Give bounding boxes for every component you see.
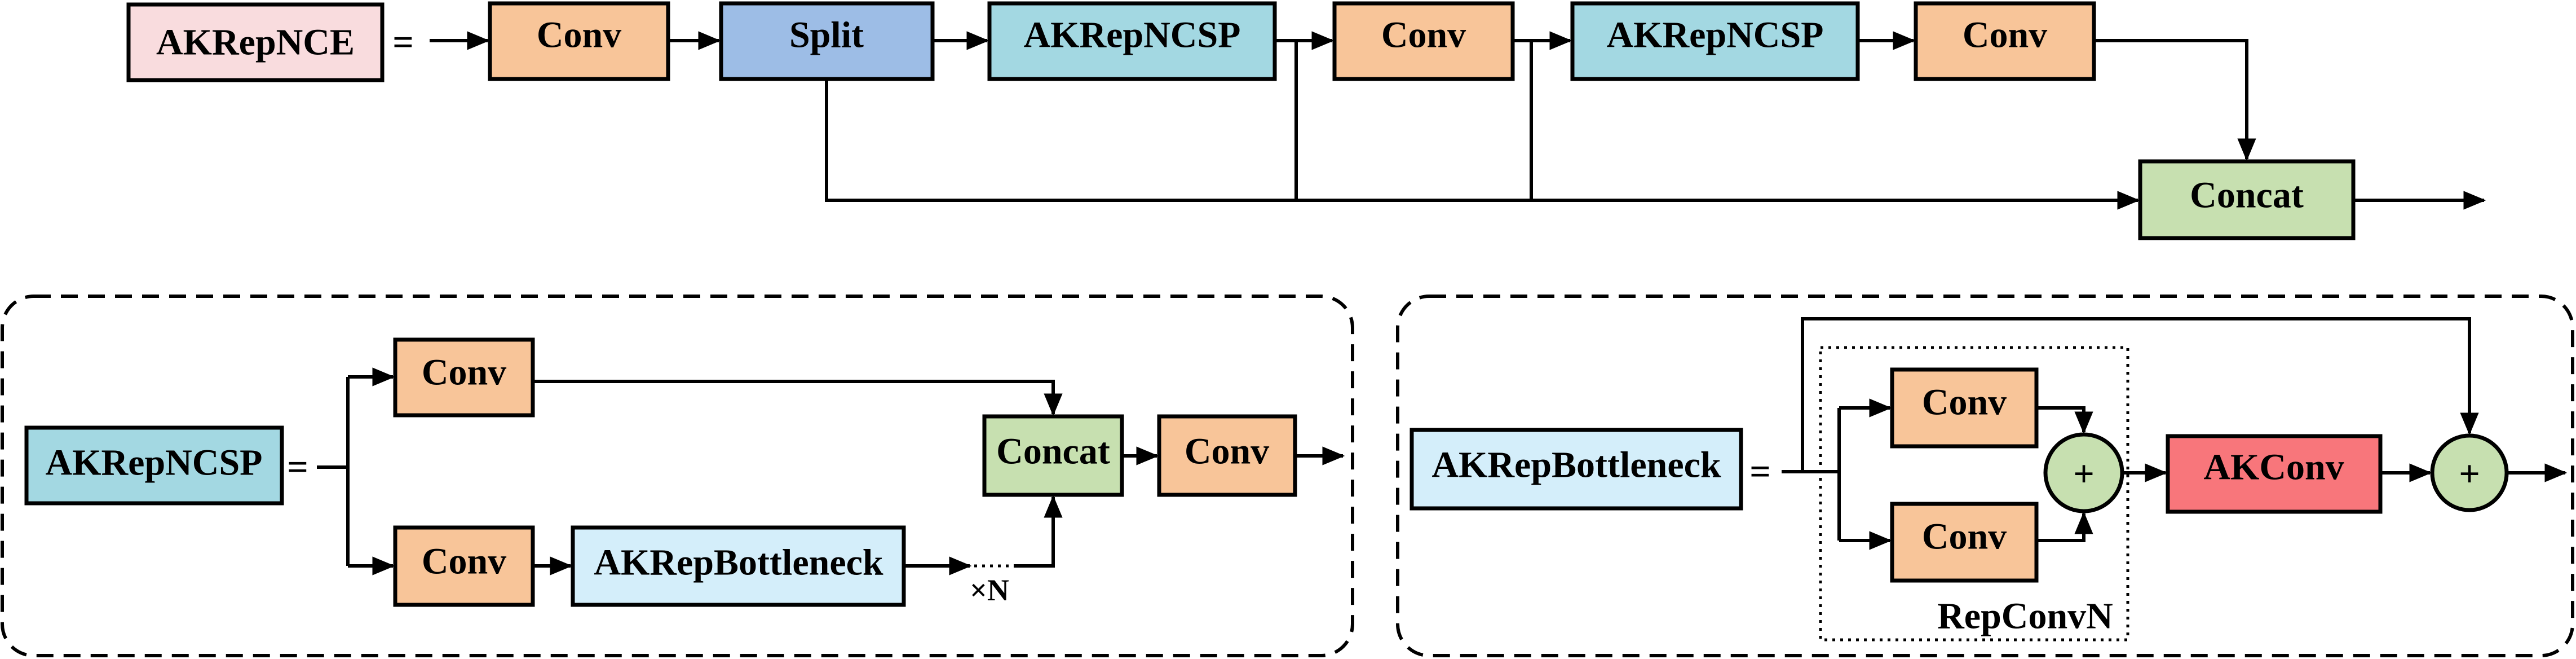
- ncsp-concat-label: Concat: [996, 431, 1110, 472]
- top-concat-box: [2138, 159, 2356, 240]
- bottleneck-conv-top-label: Conv: [1922, 382, 2007, 423]
- bottleneck-arrow-conv-bottom-plus: [2036, 511, 2093, 542]
- ncsp-bottleneck-box: [571, 525, 906, 607]
- bottleneck-conv-top-box: [1890, 367, 2039, 449]
- ncsp-title-box: [24, 425, 284, 506]
- bottleneck-frame: [1396, 295, 2574, 657]
- top-arrow-split-concat: [825, 79, 2140, 210]
- bottleneck-arrow-conv-top-plus: [2036, 406, 2093, 434]
- top-concat-label: Concat: [2190, 175, 2304, 216]
- top-diagram: AKRepNCE = Conv Split AKRepNCSP Conv AKR…: [126, 1, 2486, 240]
- top-conv3-label: Conv: [1963, 15, 2047, 56]
- bottleneck-conv-bottom-label: Conv: [1922, 516, 2007, 557]
- top-arrow-conv3-concat: [2094, 39, 2256, 161]
- ncsp-conv-bottom-label: Conv: [422, 541, 506, 582]
- ncsp-diagram: AKRepNCSP = Conv Conv AKRepBottleneck Co…: [1, 295, 1354, 657]
- ncsp-arrow-repeat-concat: [1014, 495, 1063, 568]
- ncsp-conv-top-box: [393, 337, 535, 418]
- bottleneck-equals: =: [1749, 451, 1771, 493]
- repconvn-group-label: RepConvN: [1937, 596, 2113, 637]
- akrepnce-title: AKRepNCE: [156, 22, 355, 63]
- bottleneck-plus2-label: +: [2459, 454, 2480, 495]
- ncsp-conv-top-label: Conv: [422, 352, 506, 393]
- top-csp2-label: AKRepNCSP: [1606, 15, 1823, 56]
- bottleneck-conv-bottom-box: [1890, 502, 2039, 583]
- ncsp-conv-out-label: Conv: [1185, 431, 1269, 472]
- ncsp-equals: =: [287, 447, 308, 488]
- ncsp-repeat-label: ×N: [970, 573, 1009, 607]
- top-csp2-box: [1570, 1, 1860, 81]
- ncsp-frame: [1, 295, 1354, 657]
- top-conv2-label: Conv: [1381, 15, 1466, 56]
- bottleneck-akconv-box: [2166, 434, 2383, 514]
- ncsp-arrow-conv-top-concat: [533, 380, 1063, 416]
- ncsp-title: AKRepNCSP: [45, 442, 262, 484]
- bottleneck-diagram: RepConvN AKRepBottleneck = Conv Conv + A…: [1396, 295, 2574, 657]
- ncsp-bottleneck-label: AKRepBottleneck: [594, 542, 883, 583]
- akrepnce-title-box: [126, 2, 385, 82]
- bottleneck-title-box: [1409, 428, 1743, 511]
- top-csp1-label: AKRepNCSP: [1023, 15, 1240, 56]
- bottleneck-title: AKRepBottleneck: [1431, 445, 1721, 486]
- top-split-label: Split: [789, 15, 864, 56]
- ncsp-conv-out-box: [1157, 414, 1297, 497]
- top-conv1-label: Conv: [537, 15, 621, 56]
- akrepnce-equals: =: [392, 22, 414, 63]
- bottleneck-skip-arrow: [1801, 317, 2479, 472]
- top-conv1-box: [488, 1, 670, 81]
- top-conv3-box: [1914, 1, 2096, 81]
- repconvn-group-frame: [1819, 346, 2129, 642]
- top-conv2-box: [1332, 1, 1515, 81]
- bottleneck-akconv-label: AKConv: [2203, 447, 2344, 488]
- bottleneck-plus1-label: +: [2073, 454, 2095, 495]
